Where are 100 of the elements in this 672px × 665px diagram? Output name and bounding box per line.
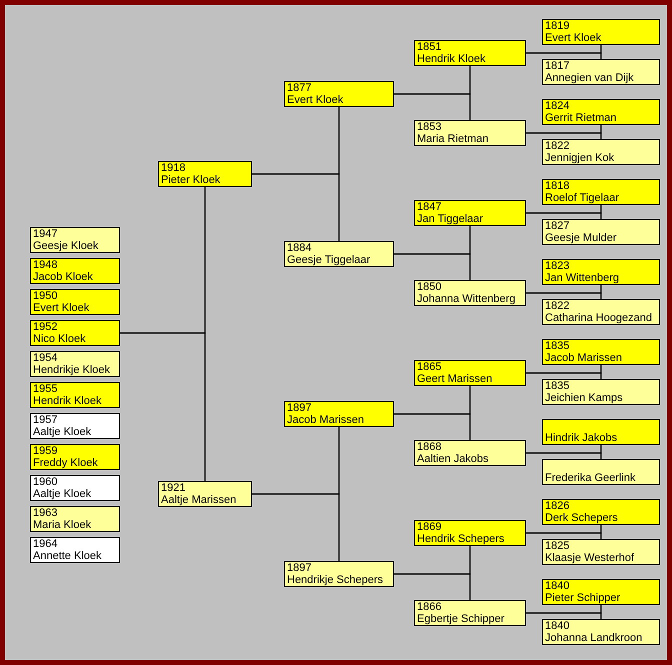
person-box [414, 40, 526, 66]
person-name: Aaltje Kloek [33, 426, 92, 438]
connector-line [526, 372, 602, 379]
person-box [30, 351, 120, 377]
birth-year: 1835 [545, 380, 570, 392]
person-box [542, 139, 660, 165]
connector-line [252, 493, 340, 561]
birth-year: 1850 [417, 281, 442, 293]
birth-year: 1954 [33, 352, 58, 364]
birth-year: 1851 [417, 41, 442, 53]
person-box [542, 299, 660, 325]
person-box [542, 419, 660, 445]
person-name: Hendrik Schepers [417, 533, 504, 545]
birth-year: 1869 [417, 521, 442, 533]
person-box [284, 81, 394, 107]
person-box [542, 579, 660, 605]
person-box [542, 19, 660, 45]
person-box [542, 459, 660, 485]
person-name: Pieter Kloek [161, 174, 220, 186]
person-box [284, 241, 394, 267]
person-box [30, 258, 120, 284]
person-name: Maria Kloek [33, 519, 92, 531]
birth-year: 1822 [545, 140, 570, 152]
birth-year: 1817 [545, 60, 570, 72]
person-box [542, 379, 660, 405]
birth-year: 1868 [417, 441, 442, 453]
connector-line [394, 413, 471, 440]
person-box [30, 289, 120, 315]
birth-year: 1918 [161, 162, 186, 174]
birth-year: 1840 [545, 580, 570, 592]
connector-line [252, 173, 340, 241]
birth-year: 1835 [545, 340, 570, 352]
person-name: Jeichien Kamps [545, 392, 623, 404]
person-name: Geesje Mulder [545, 232, 617, 244]
birth-year: 1819 [545, 20, 570, 32]
person-box [158, 481, 252, 507]
birth-year: 1952 [33, 321, 58, 333]
birth-year: 1826 [545, 500, 570, 512]
birth-year: 1897 [287, 562, 312, 574]
person-box [542, 59, 660, 85]
birth-year: 1818 [545, 180, 570, 192]
connector-line [526, 532, 602, 539]
person-box [414, 440, 526, 466]
birth-year: 1822 [545, 300, 570, 312]
person-name: Hindrik Jakobs [545, 432, 618, 444]
birth-year: 1825 [545, 540, 570, 552]
person-box [30, 227, 120, 253]
person-name: Jacob Marissen [287, 414, 364, 426]
person-box [414, 120, 526, 146]
person-box [158, 161, 252, 187]
birth-year: 1948 [33, 259, 58, 271]
connector-line [394, 253, 471, 280]
person-name: Pieter Schipper [545, 592, 620, 604]
person-box [542, 619, 660, 645]
person-name: Hendrik Kloek [417, 53, 486, 65]
person-name: Klaasje Westerhof [545, 552, 634, 564]
person-name: Gerrit Rietman [545, 112, 617, 124]
person-box [30, 320, 120, 346]
person-box [542, 539, 660, 565]
person-box [30, 444, 120, 470]
birth-year: 1957 [33, 414, 58, 426]
person-box [542, 219, 660, 245]
person-name: Evert Kloek [545, 32, 602, 44]
person-box [414, 360, 526, 386]
person-box [542, 99, 660, 125]
person-box [30, 382, 120, 408]
person-name: Egbertje Schipper [417, 613, 504, 625]
person-name: Geesje Kloek [33, 240, 98, 252]
person-box [414, 520, 526, 546]
connector-line [120, 332, 206, 481]
person-box [30, 413, 120, 439]
person-name: Geesje Tiggelaar [287, 254, 370, 266]
person-box [284, 561, 394, 587]
person-name: Freddy Kloek [33, 457, 98, 469]
person-box [542, 179, 660, 205]
connector-line [526, 612, 602, 619]
person-name: Nico Kloek [33, 333, 86, 345]
birth-year: 1824 [545, 100, 570, 112]
birth-year: 1963 [33, 507, 58, 519]
birth-year: 1823 [545, 260, 570, 272]
birth-year: 1897 [287, 402, 312, 414]
person-name: Hendrik Kloek [33, 395, 102, 407]
birth-year: 1840 [545, 620, 570, 632]
birth-year: 1955 [33, 383, 58, 395]
connector-line [394, 93, 471, 120]
birth-year: 1960 [33, 476, 58, 488]
birth-year: 1847 [417, 201, 442, 213]
birth-year: 1865 [417, 361, 442, 373]
person-name: Annegien van Dijk [545, 72, 634, 84]
person-box [414, 600, 526, 626]
birth-year: 1877 [287, 82, 312, 94]
person-box [30, 506, 120, 532]
person-box [542, 499, 660, 525]
birth-year: 1921 [161, 482, 186, 494]
connector-line [526, 212, 602, 219]
person-name: Aaltien Jakobs [417, 453, 489, 465]
person-name: Hendrikje Kloek [33, 364, 110, 376]
person-name: Jacob Marissen [545, 352, 622, 364]
person-box [542, 339, 660, 365]
person-name: Maria Rietman [417, 133, 489, 145]
